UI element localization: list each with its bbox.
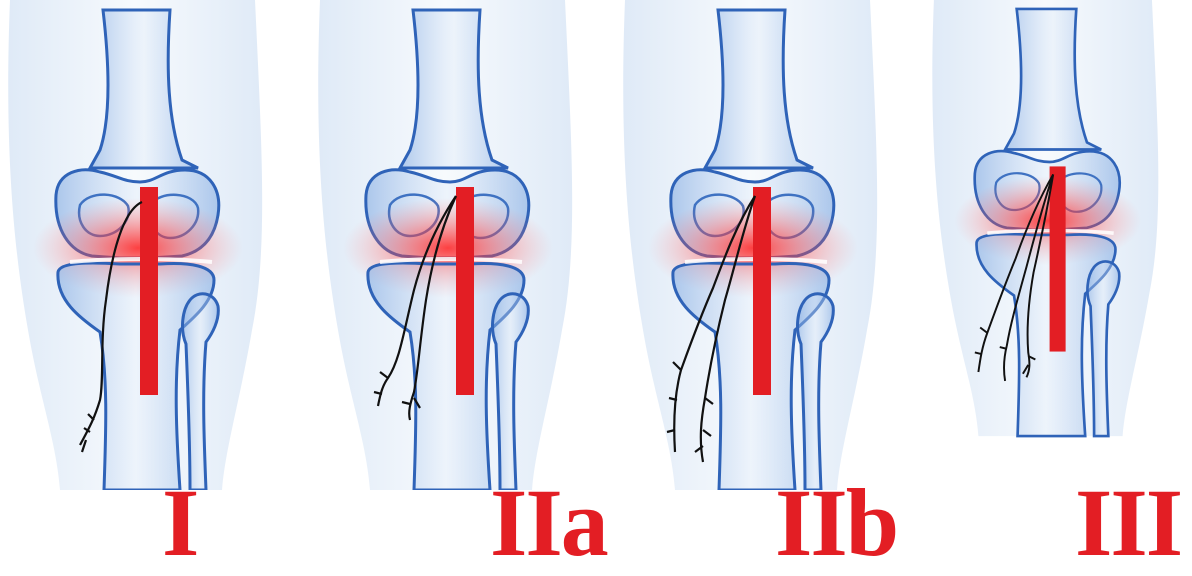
panel-type-i: I <box>0 0 300 565</box>
red-marker-bar <box>456 187 474 395</box>
knee-anatomy-icon <box>615 0 915 490</box>
panel-label: I <box>162 478 197 568</box>
panel-label: IIb <box>775 478 897 568</box>
panel-label: III <box>1075 478 1181 568</box>
panel-type-iia: IIa <box>310 0 610 565</box>
panel-label: IIa <box>490 478 607 568</box>
red-marker-bar <box>1050 166 1066 351</box>
knee-anatomy-icon <box>925 0 1192 490</box>
knee-anatomy-icon <box>310 0 610 490</box>
panel-type-iib: IIb <box>615 0 915 565</box>
panel-type-iii: III <box>925 0 1192 565</box>
knee-anatomy-icon <box>0 0 300 490</box>
red-marker-bar <box>753 187 771 395</box>
red-marker-bar <box>140 187 158 395</box>
